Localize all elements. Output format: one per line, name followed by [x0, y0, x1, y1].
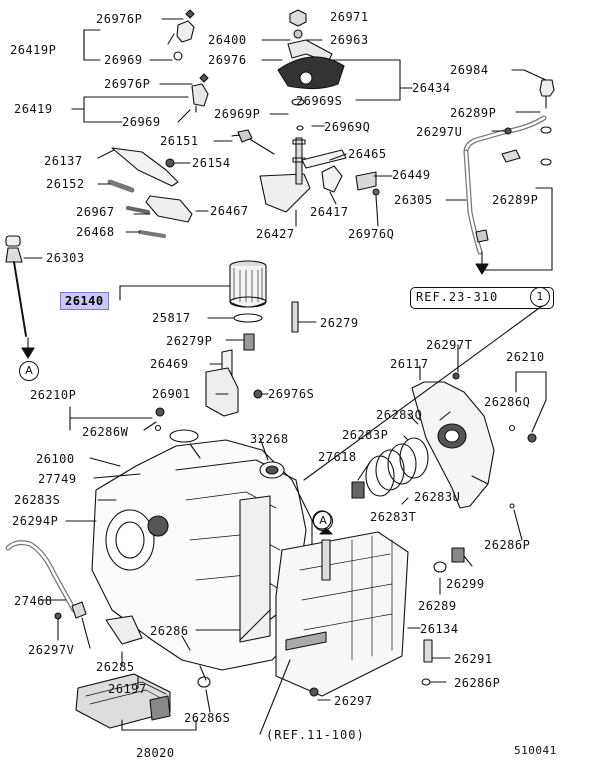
part-label-26286P: 26286P: [484, 538, 531, 552]
oil-strainer: [75, 673, 171, 729]
part-label-26299: 26299: [446, 577, 485, 591]
part-label-26984: 26984: [450, 63, 489, 77]
part-label-26286: 26286: [150, 624, 189, 638]
part-label-26154: 26154: [192, 156, 231, 170]
part-label-26289: 26289: [418, 599, 457, 613]
part-label-26152: 26152: [46, 177, 85, 191]
diagram-code: 510041: [514, 744, 557, 757]
part-label-26286P-lower: 26286P: [454, 676, 501, 690]
part-label-26465: 26465: [348, 147, 387, 161]
part-label-26969: 26969: [104, 53, 143, 67]
position-switch-upper: [167, 9, 195, 61]
part-label-26901: 26901: [152, 387, 191, 401]
part-label-26283U: 26283U: [414, 490, 461, 504]
part-label-26976P-lower: 26976P: [104, 77, 151, 91]
part-label-26134: 26134: [420, 622, 459, 636]
part-label-26303: 26303: [46, 251, 85, 265]
part-label-26297V: 26297V: [28, 643, 75, 657]
part-label-26151: 26151: [160, 134, 199, 148]
part-label-26971: 26971: [330, 10, 369, 24]
oil-pan: [275, 527, 409, 697]
part-label-27749: 27749: [38, 472, 77, 486]
dipstick: [5, 235, 27, 337]
part-label-26294P: 26294P: [12, 514, 59, 528]
part-label-26283T: 26283T: [370, 510, 417, 524]
part-label-26289P: 26289P: [450, 106, 497, 120]
part-label-26297: 26297: [334, 694, 373, 708]
part-label-26967: 26967: [76, 205, 115, 219]
part-label-26283Q: 26283Q: [376, 408, 423, 422]
part-label-26963: 26963: [330, 33, 369, 47]
part-label-26286W: 26286W: [82, 425, 129, 439]
part-label-26305: 26305: [394, 193, 433, 207]
part-label-26449: 26449: [392, 168, 431, 182]
part-label-26400: 26400: [208, 33, 247, 47]
part-label-28020: 28020: [136, 746, 175, 760]
part-label-26283S: 26283S: [14, 493, 61, 507]
part-label-27618: 27618: [318, 450, 357, 464]
part-label-26969P: 26969P: [214, 107, 261, 121]
part-label-26427: 26427: [256, 227, 295, 241]
part-label-26197: 26197: [108, 682, 147, 696]
detent-plate: [259, 137, 347, 213]
part-label-26283P: 26283P: [342, 428, 389, 442]
part-label-27468: 27468: [14, 594, 53, 608]
part-label-26419: 26419: [14, 102, 53, 116]
part-label-26285: 26285: [96, 660, 135, 674]
marker-a-dipstick: A: [19, 361, 39, 381]
part-label-25817: 25817: [152, 311, 191, 325]
part-label-26467: 26467: [210, 204, 249, 218]
part-label-26297U: 26297U: [416, 125, 463, 139]
transaxle-case: [91, 429, 313, 671]
marker-a-case: A: [313, 511, 333, 531]
part-label-26279P: 26279P: [166, 334, 213, 348]
position-switch-lower: [191, 73, 209, 113]
part-label-26976P: 26976P: [96, 12, 143, 26]
part-label-26286Q: 26286Q: [484, 395, 531, 409]
part-label-26100: 26100: [36, 452, 75, 466]
part-label-26469: 26469: [150, 357, 189, 371]
part-label-26286S: 26286S: [184, 711, 231, 725]
part-label-26210P: 26210P: [30, 388, 77, 402]
part-label-26419P: 26419P: [10, 43, 57, 57]
inhibitor-switch: [277, 9, 345, 131]
reference-label-11-100[interactable]: (REF.11-100): [266, 728, 365, 742]
part-label-26969-lower: 26969: [122, 115, 161, 129]
part-label-26969S: 26969S: [296, 94, 343, 108]
part-label-26297T: 26297T: [426, 338, 473, 352]
part-label-26210: 26210: [506, 350, 545, 364]
part-label-26291: 26291: [454, 652, 493, 666]
part-label-26976S: 26976S: [268, 387, 315, 401]
cooler-pipe: [463, 79, 555, 255]
part-label-26137: 26137: [44, 154, 83, 168]
part-label-32268: 32268: [250, 432, 289, 446]
reference-circle-1: 1: [530, 287, 550, 307]
part-label-26289P-lower: 26289P: [492, 193, 539, 207]
part-label-26140-highlighted[interactable]: 26140: [60, 292, 109, 310]
reference-label-23-310[interactable]: REF.23-310: [416, 290, 499, 304]
cooler-tube: [5, 540, 87, 619]
part-label-26434: 26434: [412, 81, 451, 95]
part-label-26417: 26417: [310, 205, 349, 219]
oil-filter: [229, 260, 267, 323]
reference-box-23-310: [410, 287, 554, 309]
part-label-26468: 26468: [76, 225, 115, 239]
part-label-26976: 26976: [208, 53, 247, 67]
part-label-26969Q: 26969Q: [324, 120, 371, 134]
part-label-26279: 26279: [320, 316, 359, 330]
part-label-26976Q: 26976Q: [348, 227, 395, 241]
part-label-26117: 26117: [390, 357, 429, 371]
